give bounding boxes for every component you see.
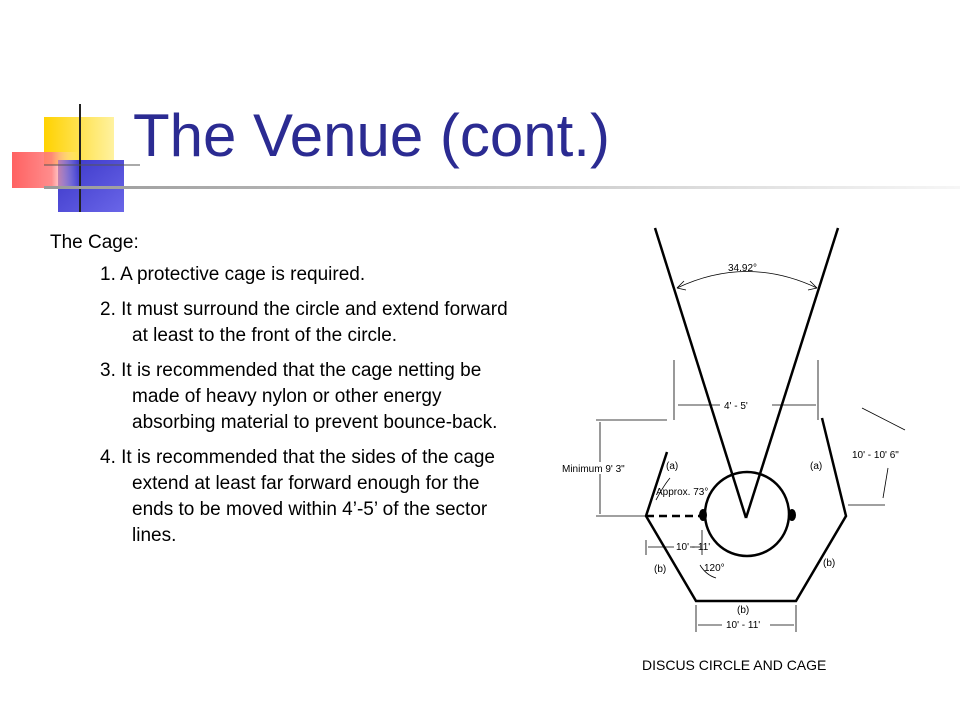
title-divider [44, 186, 960, 189]
requirement-list: 1. A protective cage is required. 2. It … [50, 262, 520, 549]
list-item: 1. A protective cage is required. [100, 264, 366, 285]
label-a-right: (a) [810, 461, 822, 472]
angle-arc [676, 271, 818, 289]
approx-angle-label: Approx. 73° [656, 487, 708, 498]
sector-line-left [653, 227, 748, 519]
list-item: 4. It is recommended that the sides of t… [100, 447, 496, 546]
list-item: 2. It must surround the circle and exten… [100, 299, 508, 346]
corner-angle-label: 120° [704, 563, 725, 574]
label-b-right: (b) [823, 558, 835, 569]
minimum-height-label: Minimum 9' 3" [562, 464, 625, 475]
label-a-left: (a) [666, 461, 678, 472]
discus-cage-diagram: 34.92° 4' - 5' Minimum 9' 3" 10' - 10' 6… [562, 227, 906, 673]
width-dimension-label: 10' - 11' [676, 542, 710, 553]
label-b-bottom: (b) [737, 605, 749, 616]
slide-body: The Cage: 1. A protective cage is requir… [50, 230, 520, 558]
cage-post-left [699, 509, 707, 521]
bottom-width-label: 10' - 11' [726, 620, 760, 631]
sector-line-right [744, 227, 840, 519]
cage-post-right [788, 509, 796, 521]
section-heading: The Cage: [50, 232, 139, 253]
list-item: 3. It is recommended that the cage netti… [100, 360, 498, 433]
sector-angle-label: 34.92° [728, 263, 757, 274]
gap-dimension-label: 4' - 5' [724, 401, 748, 412]
diagram-caption: DISCUS CIRCLE AND CAGE [642, 657, 826, 673]
side-depth-label: 10' - 10' 6" [852, 450, 899, 461]
slide-title: The Venue (cont.) [133, 102, 610, 169]
label-b-left: (b) [654, 564, 666, 575]
cage-outline [644, 417, 848, 603]
